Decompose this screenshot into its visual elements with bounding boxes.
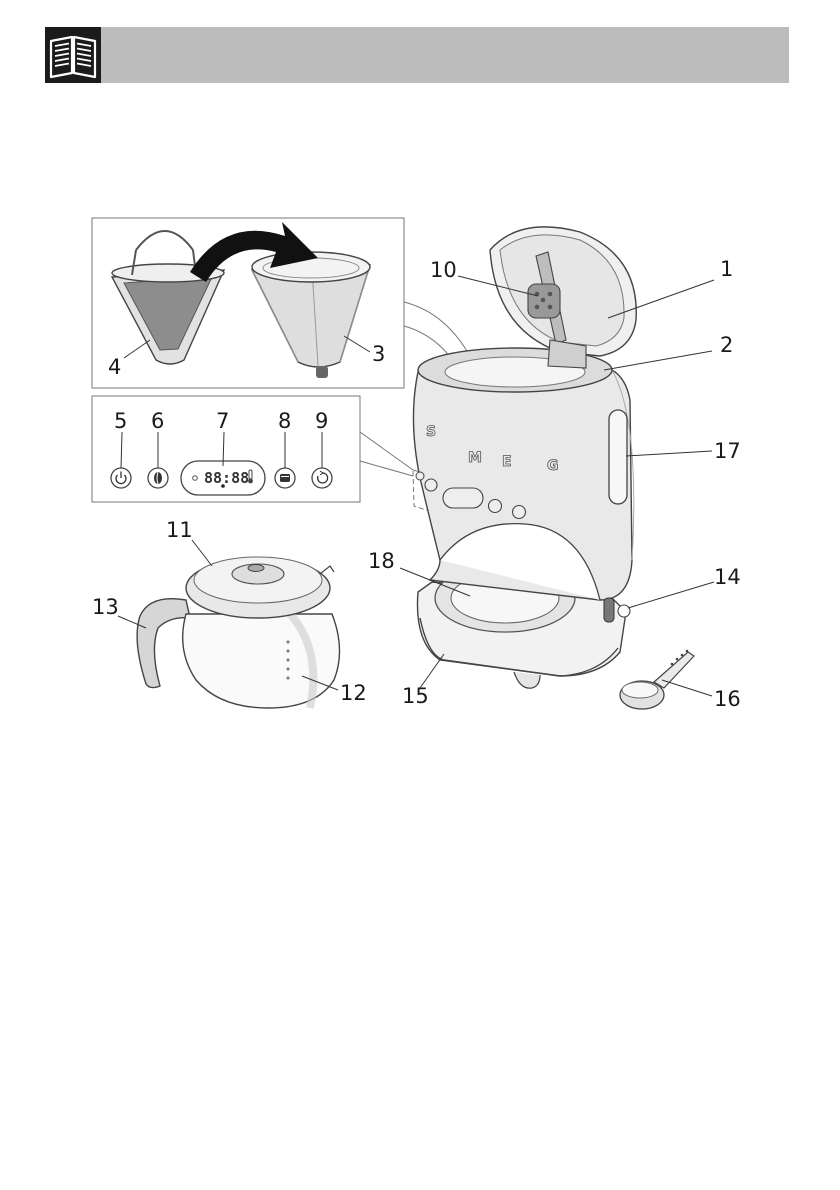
filter-inset — [92, 218, 404, 388]
cup-button[interactable] — [275, 468, 295, 488]
callout-18: 18 — [368, 549, 395, 573]
brand-letter-m: M — [468, 450, 482, 466]
brand-letter-g: G — [547, 458, 559, 474]
callout-3: 3 — [372, 342, 385, 366]
brand-letter-s: S — [426, 424, 436, 440]
brand-letter-e: E — [502, 454, 512, 470]
callout-4: 4 — [108, 355, 121, 379]
callout-13: 13 — [92, 595, 119, 619]
callout-14: 14 — [714, 565, 741, 589]
cup-icon — [280, 474, 290, 482]
callout-2: 2 — [720, 333, 733, 357]
display-readout: 88:88 — [204, 469, 249, 487]
coffee-machine: S M E G — [413, 227, 636, 688]
callout-8: 8 — [278, 409, 291, 433]
callout-6: 6 — [151, 409, 164, 433]
callout-17: 17 — [714, 439, 741, 463]
callout-10: 10 — [430, 258, 457, 282]
callout-15: 15 — [402, 684, 429, 708]
callout-7: 7 — [216, 409, 229, 433]
callout-16: 16 — [714, 687, 741, 711]
callout-12: 12 — [340, 681, 367, 705]
callout-5: 5 — [114, 409, 127, 433]
callout-9: 9 — [315, 409, 328, 433]
power-button[interactable] — [111, 468, 131, 488]
aroma-button[interactable] — [148, 468, 168, 488]
callout-1: 1 — [720, 257, 733, 281]
measuring-spoon — [620, 650, 694, 709]
timer-button[interactable] — [312, 468, 332, 488]
callout-11: 11 — [166, 518, 193, 542]
display: 88:88 — [181, 461, 265, 495]
carafe — [137, 557, 339, 708]
